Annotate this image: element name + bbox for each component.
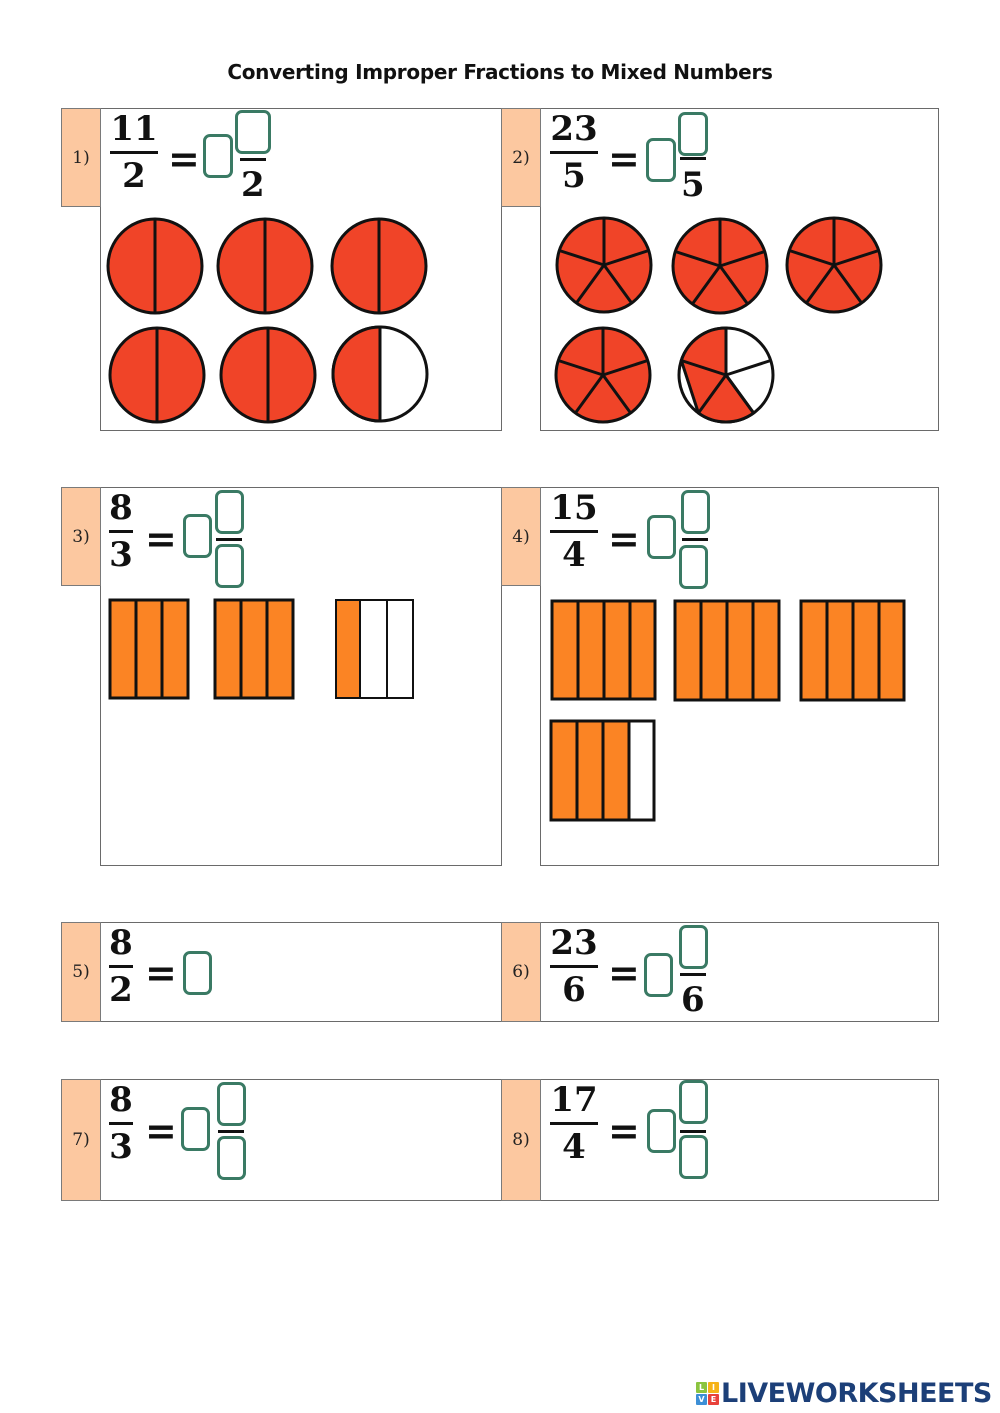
problem-1-number: 1) [61, 108, 101, 207]
numerator: 23 [550, 923, 598, 963]
whole-number-input[interactable] [183, 951, 212, 995]
numerator-input[interactable] [215, 490, 244, 534]
fraction-bar [680, 1130, 706, 1133]
bar-models-thirds [108, 598, 414, 700]
fraction-bar [682, 538, 708, 541]
problem-8-panel [540, 1079, 939, 1201]
numerator: 23 [550, 109, 598, 149]
problem-7-fraction: 8 3 [104, 1081, 138, 1166]
fraction-bar [109, 965, 133, 968]
bar-models-fourths [549, 599, 906, 822]
fraction-bar [550, 530, 598, 533]
problem-5-fraction: 8 2 [104, 924, 138, 1009]
problem-3-fraction: 8 3 [104, 489, 138, 574]
equals-sign: = [608, 137, 640, 181]
equals-sign: = [145, 951, 177, 995]
numerator: 8 [109, 923, 133, 963]
problem-5-number: 5) [61, 922, 101, 1022]
logo-tile: I [708, 1382, 719, 1393]
fraction-bar [109, 1122, 133, 1125]
fraction-bar [680, 157, 706, 160]
numerator-input[interactable] [679, 1080, 708, 1124]
denominator-input[interactable] [217, 1136, 246, 1180]
equals-sign: = [145, 1109, 177, 1153]
worksheet-title: Converting Improper Fractions to Mixed N… [227, 60, 773, 84]
denominator: 6 [562, 970, 586, 1010]
fraction-bar [110, 151, 158, 154]
numerator: 15 [550, 488, 598, 528]
problem-1-fraction: 11 2 [108, 110, 160, 195]
problem-8-fraction: 17 4 [548, 1081, 600, 1166]
fraction-bar [216, 538, 242, 541]
fraction-bar [680, 973, 706, 976]
whole-number-input[interactable] [646, 138, 676, 182]
problem-2-fraction: 23 5 [548, 110, 600, 195]
denominator-input[interactable] [215, 544, 244, 588]
whole-number-input[interactable] [647, 1109, 676, 1153]
equals-sign: = [145, 517, 177, 561]
whole-number-input[interactable] [647, 515, 676, 559]
fraction-bar [109, 530, 133, 533]
denominator-input[interactable] [679, 545, 708, 589]
denominator: 2 [122, 156, 146, 196]
logo-tiles-icon: L I V E [696, 1382, 719, 1405]
fraction-bar [240, 158, 266, 161]
numerator: 8 [109, 488, 133, 528]
numerator-input[interactable] [678, 112, 708, 156]
logo-tile: E [708, 1394, 719, 1405]
denominator: 4 [562, 1127, 586, 1167]
problem-3-number: 3) [61, 487, 101, 586]
whole-number-input[interactable] [644, 953, 673, 997]
answer-denominator: 6 [681, 980, 705, 1020]
fraction-bar [550, 151, 598, 154]
problem-6-fraction: 23 6 [548, 924, 600, 1009]
numerator-input[interactable] [217, 1082, 246, 1126]
denominator: 3 [109, 1127, 133, 1167]
problem-7-number: 7) [61, 1079, 101, 1201]
problem-6-panel [540, 922, 939, 1022]
liveworksheets-logo: L I V E LIVEWORKSHEETS [696, 1378, 992, 1409]
denominator: 3 [109, 535, 133, 575]
numerator-input[interactable] [679, 925, 708, 969]
numerator-input[interactable] [235, 110, 271, 154]
whole-number-input[interactable] [183, 514, 212, 558]
denominator: 5 [562, 156, 586, 196]
whole-number-input[interactable] [181, 1107, 210, 1151]
numerator: 8 [109, 1080, 133, 1120]
problem-5-panel [100, 922, 502, 1022]
problem-7-panel [100, 1079, 502, 1201]
circle-models-fifths [554, 216, 883, 424]
fraction-bar [218, 1130, 244, 1133]
problem-4-number: 4) [501, 487, 541, 586]
circle-models-halves [106, 217, 429, 424]
fraction-bar [550, 965, 598, 968]
problem-8-number: 8) [501, 1079, 541, 1201]
logo-text: LIVEWORKSHEETS [721, 1378, 992, 1409]
whole-number-input[interactable] [203, 134, 233, 178]
equals-sign: = [608, 951, 640, 995]
denominator: 2 [109, 970, 133, 1010]
denominator-input[interactable] [679, 1135, 708, 1179]
equals-sign: = [168, 137, 200, 181]
numerator: 11 [110, 109, 158, 149]
fraction-bar [550, 1122, 598, 1125]
numerator-input[interactable] [681, 490, 710, 534]
logo-tile: V [696, 1394, 707, 1405]
problem-4-fraction: 15 4 [548, 489, 600, 574]
answer-denominator: 5 [681, 165, 705, 205]
answer-denominator: 2 [241, 165, 265, 205]
problem-6-number: 6) [501, 922, 541, 1022]
equals-sign: = [608, 1109, 640, 1153]
logo-tile: L [696, 1382, 707, 1393]
numerator: 17 [550, 1080, 598, 1120]
denominator: 4 [562, 535, 586, 575]
problem-2-number: 2) [501, 108, 541, 207]
equals-sign: = [608, 517, 640, 561]
